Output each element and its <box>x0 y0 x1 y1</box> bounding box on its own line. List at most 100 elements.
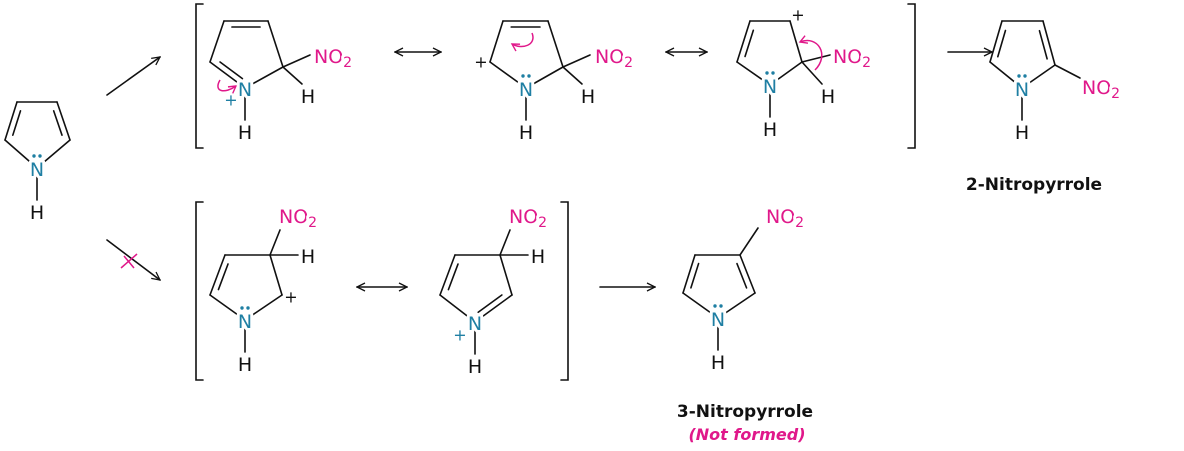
ring-bond <box>547 20 564 68</box>
hydrogen-atom: H <box>1015 122 1029 144</box>
lone-pair-dot <box>771 71 775 75</box>
hydrogen-atom: H <box>821 86 835 108</box>
ring-bond <box>244 294 283 321</box>
atoms-layer: NHNHNO2H+NHNO2H+NHNO2H+NHNO2NHNO2H+NHNO2… <box>27 6 1123 382</box>
double-bond-line <box>744 29 755 58</box>
c-h-bond <box>282 66 303 85</box>
hydrogen-atom: H <box>581 86 595 108</box>
lone-pair-dot <box>719 304 723 308</box>
ring-bond <box>474 294 513 323</box>
hydrogen-atom: H <box>763 119 777 141</box>
ring-bond <box>36 139 71 169</box>
left-bracket-top <box>195 3 204 149</box>
double-bond-line <box>690 262 700 289</box>
nitro-no: NO <box>509 206 538 228</box>
product-label-3-nitropyrrole: 3-Nitropyrrole <box>677 402 813 422</box>
positive-charge: + <box>453 326 466 345</box>
ring-bond <box>209 294 246 321</box>
nitro-no: NO <box>1082 77 1111 99</box>
ring-bond <box>989 61 1023 89</box>
lone-pair-dot <box>240 306 244 310</box>
nitro-no: NO <box>595 46 624 68</box>
ring-bond <box>1021 64 1056 89</box>
ring-bond <box>209 20 225 63</box>
ring-bond <box>499 254 513 296</box>
nitro-group-label: NO2 <box>314 46 352 71</box>
nitro-no: NO <box>314 46 343 68</box>
curved-electron-arrow-icon <box>798 35 823 71</box>
nitro-subscript: 2 <box>1111 86 1120 102</box>
hydrogen-atom: H <box>30 202 44 224</box>
c-no2-bond <box>801 54 831 63</box>
ring-bond <box>736 61 771 86</box>
bonds-layer <box>4 3 1081 381</box>
c-no2-bond <box>282 54 311 68</box>
ring-bond <box>525 66 564 89</box>
ring-bond <box>267 20 284 68</box>
nitrogen-atom: N <box>711 309 725 331</box>
hydrogen-atom: H <box>301 86 315 108</box>
double-bond-line <box>736 262 748 289</box>
lone-pair-dot <box>765 71 769 75</box>
ring-bond <box>789 20 803 63</box>
double-bond-line <box>217 263 229 291</box>
lone-pair-dot <box>527 74 531 78</box>
nitro-group-label: NO2 <box>279 206 317 231</box>
double-bond-line <box>1038 29 1048 60</box>
ring-bond <box>489 20 504 63</box>
ring-bond <box>439 294 476 323</box>
lone-pair-dot <box>521 74 525 78</box>
nitro-subscript: 2 <box>343 55 352 71</box>
hydrogen-atom: H <box>238 354 252 376</box>
nitro-subscript: 2 <box>862 55 871 71</box>
nitro-group-label: NO2 <box>595 46 633 71</box>
ring-bond <box>736 20 751 63</box>
nitro-group-label: NO2 <box>509 206 547 231</box>
double-bond-line <box>447 263 459 291</box>
nitrogen-atom: N <box>238 311 252 333</box>
left-bracket-bottom <box>195 201 204 381</box>
nitrogen-atom: N <box>30 159 44 181</box>
nitrogen-atom: N <box>763 76 777 98</box>
lone-pair-dot <box>1017 74 1021 78</box>
ring-bond <box>717 292 756 319</box>
double-bond-line <box>12 110 22 136</box>
lone-pair-dot <box>246 306 250 310</box>
ring-bond <box>4 139 38 169</box>
lone-pair-dot <box>1023 74 1027 78</box>
double-bond-line <box>219 61 244 80</box>
nitrogen-atom: N <box>1015 79 1029 101</box>
not-formed-note: (Not formed) <box>688 425 805 444</box>
nitro-no: NO <box>766 206 795 228</box>
positive-charge: + <box>791 6 804 25</box>
c-h-bond <box>801 61 823 85</box>
ring-bond <box>439 254 456 296</box>
double-bond-line <box>477 294 503 314</box>
hydrogen-atom: H <box>301 246 315 268</box>
nitro-subscript: 2 <box>795 215 804 231</box>
c-no2-bond <box>269 229 281 256</box>
ring-bond <box>4 101 18 141</box>
nitro-no: NO <box>279 206 308 228</box>
hydrogen-atom: H <box>238 122 252 144</box>
cross-mark <box>123 255 135 269</box>
right-bracket-top <box>907 3 916 149</box>
c-no2-bond <box>1054 64 1081 79</box>
product-label-2-nitropyrrole: 2-Nitropyrrole <box>966 175 1102 195</box>
ring-bond <box>989 20 1003 63</box>
c-no2-bond <box>499 229 511 256</box>
blocked-reaction-arrow <box>106 239 160 280</box>
ring-bond <box>739 254 756 294</box>
ring-bond <box>682 292 719 319</box>
nitro-subscript: 2 <box>624 55 633 71</box>
nitro-subscript: 2 <box>538 215 547 231</box>
positive-charge: + <box>224 91 237 110</box>
ring-bond <box>209 254 226 296</box>
lone-pair-dot <box>38 154 42 158</box>
hydrogen-atom: H <box>468 356 482 378</box>
nitro-group-label: NO2 <box>1082 77 1120 102</box>
lone-pair-dot <box>32 154 36 158</box>
reaction-arrow-to-2-position <box>106 57 160 96</box>
curved-electron-arrow-icon <box>217 79 238 94</box>
ring-bond <box>1042 20 1056 66</box>
